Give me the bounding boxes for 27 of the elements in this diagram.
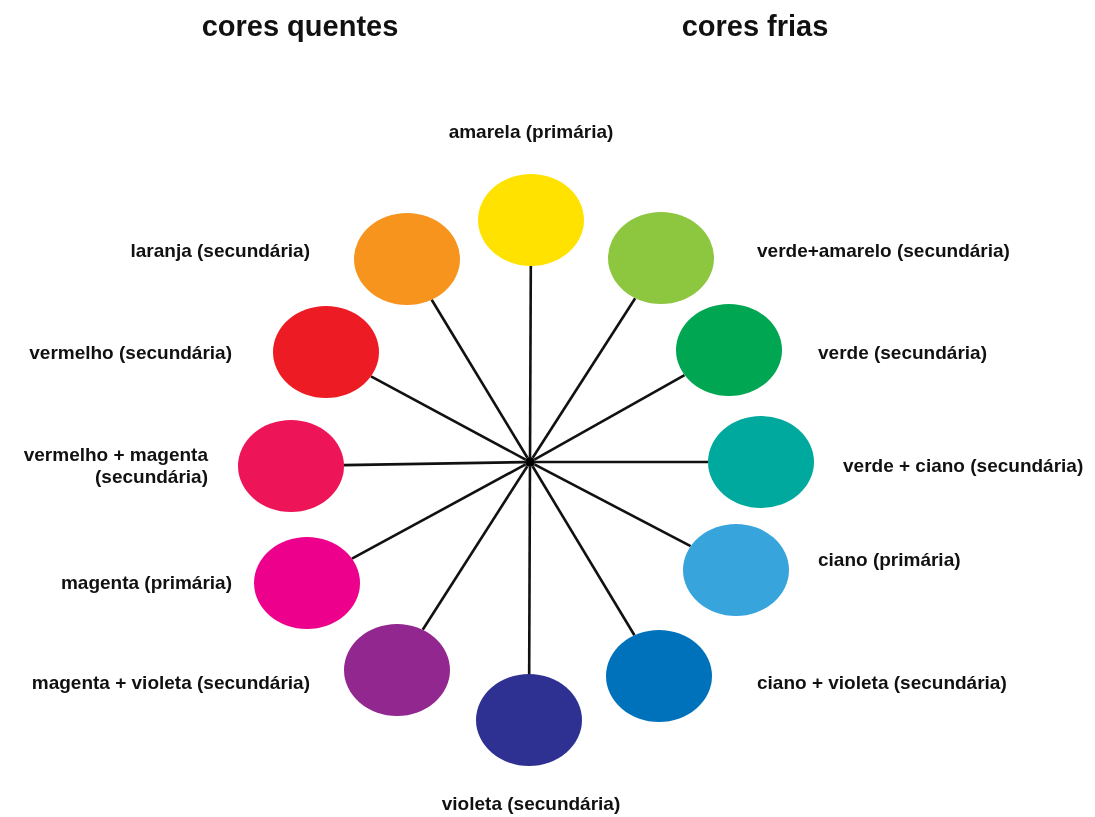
connector-line [370, 375, 527, 461]
center-dot [525, 457, 535, 467]
connector-line [421, 465, 529, 631]
color-label: violeta (secundária) [441, 793, 621, 815]
color-label: ciano + violeta (secundária) [757, 672, 1007, 694]
connector-line [343, 460, 526, 467]
color-label: verde + ciano (secundária) [843, 455, 1084, 477]
connector-line [351, 463, 527, 560]
connector-line [531, 465, 636, 636]
connector-line [535, 460, 708, 464]
color-label: magenta (primária) [60, 572, 232, 594]
color-label: vermelho (secundária) [29, 342, 232, 364]
color-label: amarela (primária) [448, 121, 614, 143]
connector-line [533, 463, 692, 548]
color-label: ciano (primária) [818, 549, 961, 571]
color-label: laranja (secundária) [130, 240, 310, 262]
connector-line [430, 299, 529, 459]
color-label: vermelho + magenta (secundária) [22, 444, 208, 488]
color-label: magenta + violeta (secundária) [31, 672, 310, 694]
group-heading: cores frias [681, 10, 829, 43]
connector-line [533, 373, 686, 461]
color-label: verde (secundária) [818, 342, 987, 364]
connector-line [528, 266, 533, 457]
color-label: verde+amarelo (secundária) [757, 240, 1010, 262]
group-heading: cores quentes [201, 10, 399, 43]
connector-line [527, 467, 532, 674]
connector-line [531, 297, 637, 459]
